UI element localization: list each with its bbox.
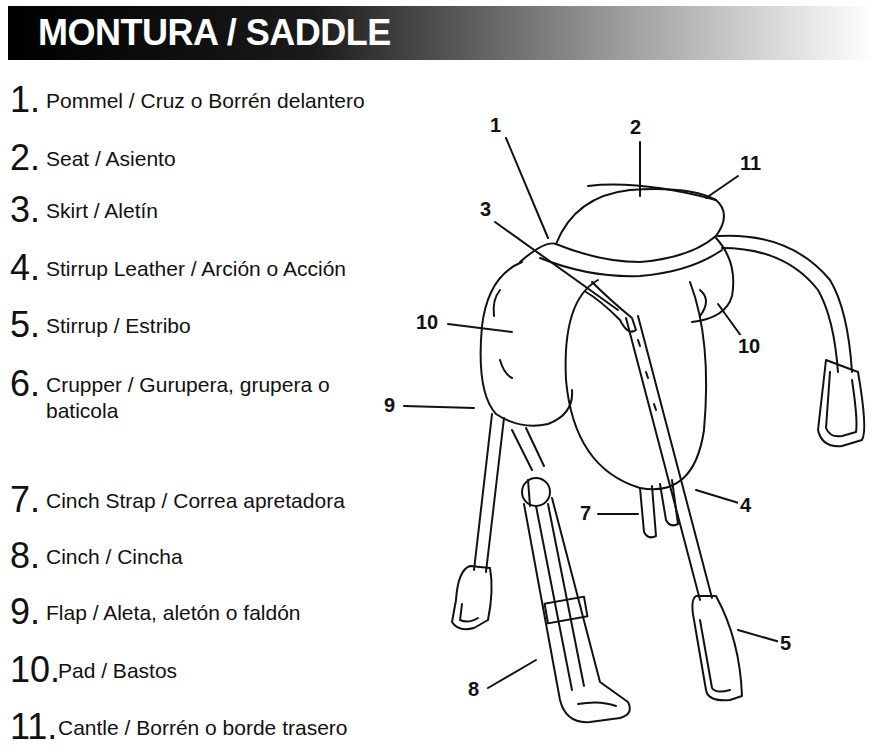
callout-number: 11	[738, 152, 763, 175]
callout-number: 7	[578, 502, 593, 525]
part-name: Skirt / Aletín	[46, 198, 158, 224]
list-number: 6.	[10, 366, 40, 402]
part-name: Flap / Aleta, aletón o faldón	[46, 600, 301, 626]
list-number: 5.	[10, 307, 40, 343]
list-number: 1.	[10, 82, 40, 118]
list-number: 3.	[10, 192, 40, 228]
part-name: Cinch / Cincha	[46, 544, 183, 570]
part-name: Cantle / Borrén o borde trasero	[58, 715, 348, 741]
part-name: Stirrup / Estribo	[46, 313, 191, 339]
list-number: 2.	[10, 140, 40, 176]
list-number: 10.	[10, 652, 60, 688]
callout-number: 5	[778, 632, 793, 655]
title: MONTURA / SADDLE	[38, 12, 391, 54]
list-number: 7.	[10, 482, 40, 518]
part-name: Stirrup Leather / Arción o Acción	[46, 256, 346, 282]
list-number: 11.	[10, 709, 57, 745]
callout-number: 3	[478, 198, 493, 221]
part-name: Seat / Asiento	[46, 146, 176, 172]
callout-number: 10	[736, 335, 762, 358]
callout-number: 8	[466, 678, 481, 701]
part-name: Pad / Bastos	[58, 658, 177, 684]
callout-number: 2	[628, 116, 643, 139]
callout-number: 4	[738, 494, 753, 517]
callout-number: 1	[488, 114, 503, 137]
list-number: 8.	[10, 538, 40, 574]
callout-number: 10	[414, 311, 440, 334]
part-name: Crupper / Gurupera, grupera o baticola	[46, 372, 366, 424]
list-number: 9.	[10, 594, 40, 630]
part-name: Cinch Strap / Correa apretadora	[46, 488, 345, 514]
part-name: Pommel / Cruz o Borrén delantero	[46, 88, 365, 114]
list-number: 4.	[10, 250, 40, 286]
callout-number: 9	[382, 394, 397, 417]
